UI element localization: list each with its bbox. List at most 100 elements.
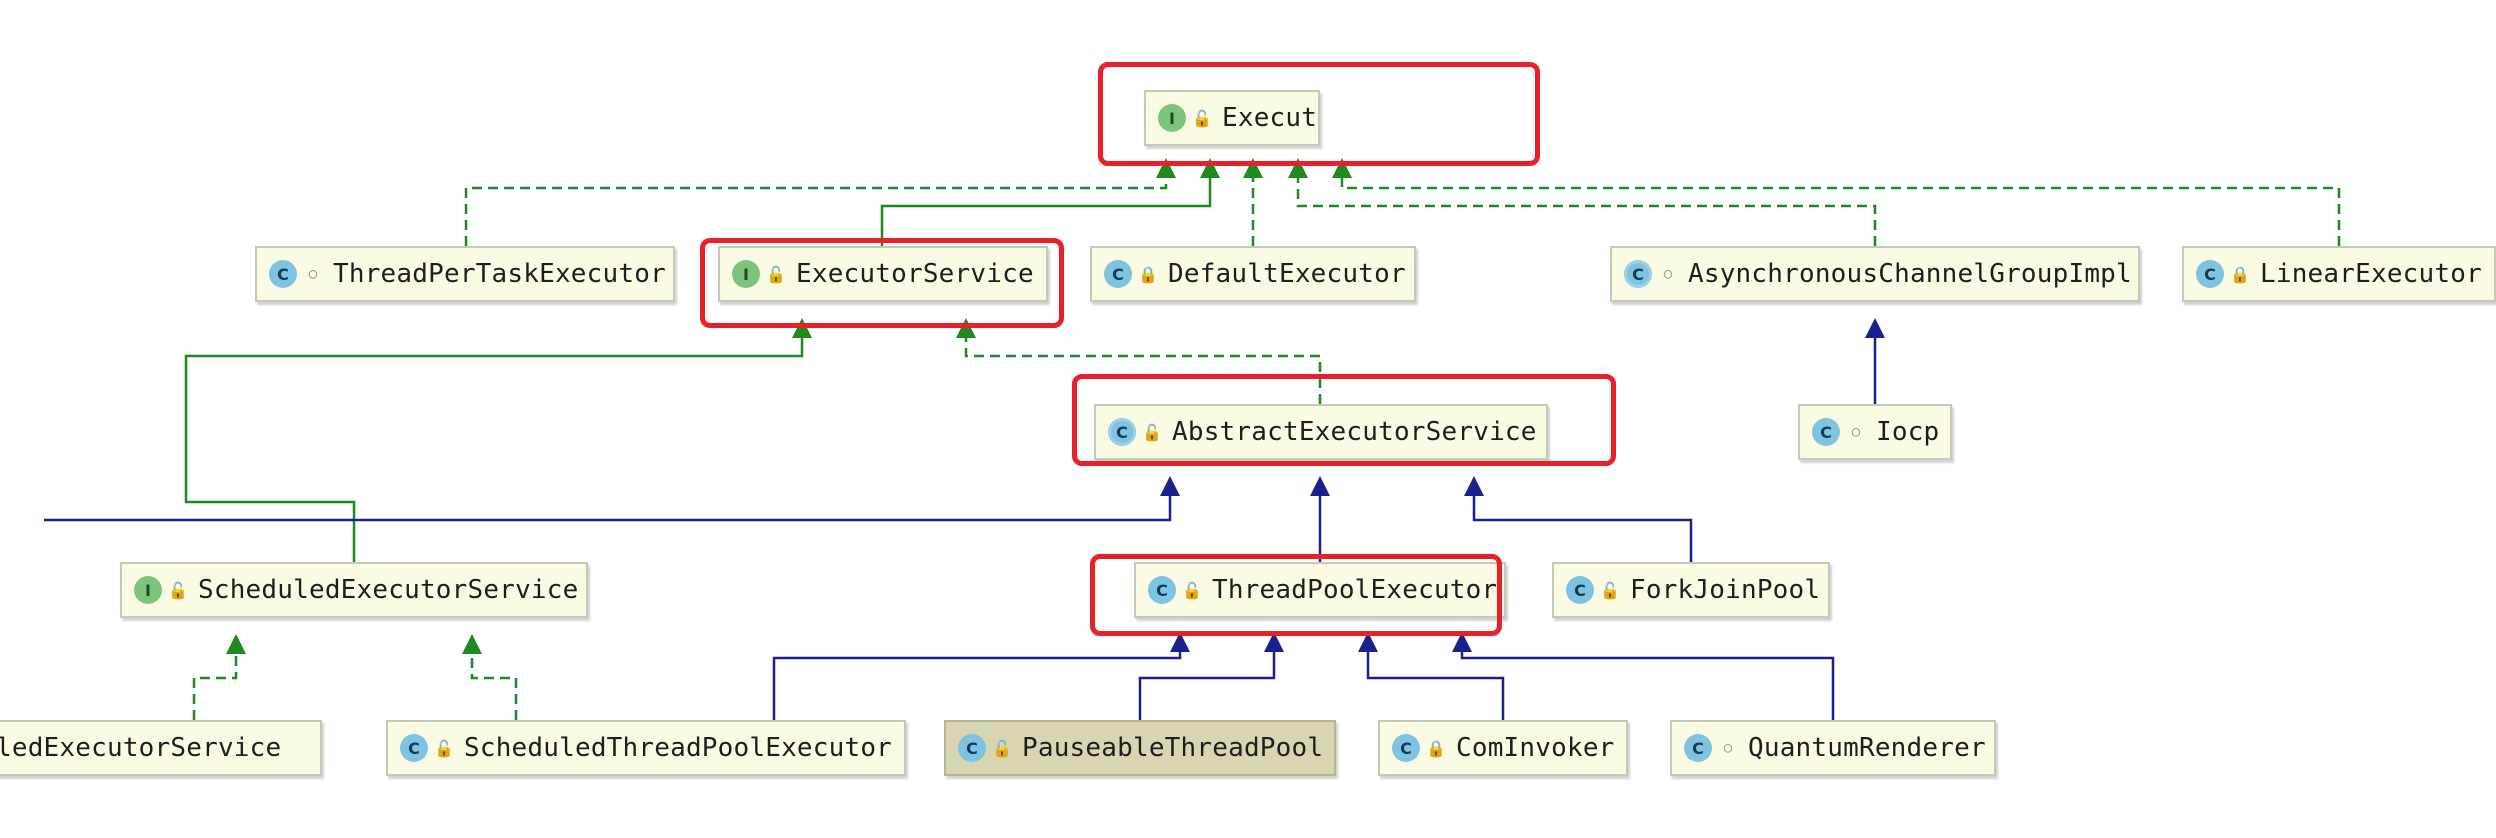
node-quantum-renderer[interactable]: C ○ QuantumRenderer [1670,720,1996,776]
edge-line [1472,480,1693,562]
node-default-executor[interactable]: C🔒DefaultExecutor [1090,246,1416,302]
node-label: ScheduledExecutorService [198,575,579,605]
edge-line [772,636,1182,720]
edge-offscreen-to-abstract-executor-service [44,476,1180,522]
arrowhead [1288,158,1308,178]
node-fork-join-pool[interactable]: C 🔓 ForkJoinPool [1552,562,1830,618]
edge-scheduled-thread-pool-to-scheduled-executor-service [462,634,518,720]
node-abstract-executor-service[interactable]: C🔓AbstractExecutorService [1094,404,1548,460]
arrowhead [1160,476,1180,496]
node-label: Executor [1222,103,1318,133]
arrowhead [1358,632,1378,652]
highlight-executor [1098,62,1540,166]
edge-line [1138,636,1276,720]
class-icon: C [1684,734,1712,762]
node-label: QuantumRenderer [1748,733,1986,763]
unlocked-icon: 🔓 [434,738,454,758]
node-label: LinearExecutor [2260,259,2482,289]
arrowhead [956,318,976,338]
node-scheduled-thread-pool-executor[interactable]: C 🔓 ScheduledThreadPoolExecutor [386,720,906,776]
edge-iocp-to-async-channel-group [1865,318,1885,404]
class-icon: C [1104,260,1132,288]
node-executor[interactable]: I🔓Executor [1144,90,1320,146]
node-label: ThreadPoolExecutor [1212,575,1498,605]
node-pauseable-thread-pool[interactable]: C🔓PauseableThreadPool [944,720,1336,776]
edge-line [44,480,1172,522]
edge-line [1296,162,1877,246]
abstract-class-icon: C [1624,260,1652,288]
node-scheduled-executor-service-partial[interactable]: ledExecutorService [0,720,322,776]
edge-quantum-renderer-to-thread-pool-executor [1452,632,1835,720]
edge-async-channel-group-to-executor [1288,158,1877,246]
arrowhead [1200,158,1220,178]
class-icon: C [1566,576,1594,604]
arrowhead [1170,632,1190,652]
edge-line [470,638,518,720]
class-icon: C [1812,418,1840,446]
arrowhead [1452,632,1472,652]
node-linear-executor[interactable]: C 🔒 LinearExecutor [2182,246,2496,302]
arrowhead [1310,476,1330,496]
node-label: AbstractExecutorService [1172,417,1537,447]
edge-thread-per-task-executor-to-executor [464,158,1176,246]
arrowhead [792,318,812,338]
edge-line [464,162,1168,246]
interface-icon: I [732,260,760,288]
unlocked-icon: 🔓 [1600,580,1620,600]
node-label: ScheduledThreadPoolExecutor [464,733,893,763]
arrowhead [462,634,482,654]
arrowhead [1464,476,1484,496]
edge-line [1340,162,2341,246]
edge-default-executor-to-executor [1243,158,1263,246]
edge-line [964,322,1322,404]
class-icon: C [1148,576,1176,604]
class-icon: C [269,260,297,288]
package-private-icon: ○ [308,266,318,282]
edge-abstract-executor-service-to-executor-service [956,318,1322,404]
abstract-class-icon: C [1108,418,1136,446]
node-label: Iocp [1876,417,1940,447]
class-icon: C [2196,260,2224,288]
node-label: ThreadPerTaskExecutor [333,259,666,289]
interface-icon: I [134,576,162,604]
node-scheduled-executor-service[interactable]: I 🔓 ScheduledExecutorService [120,562,588,618]
edge-pauseable-thread-pool-to-thread-pool-executor [1138,632,1284,720]
edge-scheduled-partial-to-scheduled-executor-service [192,634,246,720]
arrowhead [1332,158,1352,178]
arrowhead [226,634,246,654]
arrowhead [1865,318,1885,338]
arrowhead [1243,158,1263,178]
edge-line [184,322,804,562]
node-thread-per-task-executor[interactable]: C ○ ThreadPerTaskExecutor [255,246,675,302]
lock-icon: 🔒 [2230,264,2250,284]
edge-fork-join-pool-to-abstract-executor-service [1464,476,1693,562]
node-com-invoker[interactable]: C🔒ComInvoker [1378,720,1628,776]
node-iocp[interactable]: C ○ Iocp [1798,404,1952,460]
edge-line [880,162,1212,246]
edge-executor-service-to-executor [880,158,1220,246]
unlocked-icon: 🔓 [1182,580,1202,600]
node-thread-pool-executor[interactable]: C 🔓 ThreadPoolExecutor [1134,562,1506,618]
unlocked-icon: 🔓 [168,580,188,600]
edge-scheduled-thread-pool-to-thread-pool-executor [772,632,1190,720]
node-asynchronous-channel-group-impl[interactable]: C○AsynchronousChannelGroupImpl [1610,246,2140,302]
lock-icon: 🔒 [1426,738,1446,758]
node-label: AsynchronousChannelGroupImpl [1688,259,2132,289]
class-icon: C [1392,734,1420,762]
node-executor-service[interactable]: I🔓ExecutorService [718,246,1048,302]
edge-linear-executor-to-executor [1332,158,2341,246]
arrowhead [1264,632,1284,652]
arrowhead [1156,158,1176,178]
interface-icon: I [1158,104,1186,132]
edge-thread-pool-executor-to-abstract-executor-service [1310,476,1330,562]
package-private-icon: ○ [1723,740,1733,756]
unlocked-icon: 🔓 [992,738,1012,758]
node-label: ForkJoinPool [1630,575,1821,605]
class-icon: C [958,734,986,762]
class-icon: C [400,734,428,762]
edge-line [1366,636,1505,720]
node-label: ExecutorService [796,259,1034,289]
package-private-icon: ○ [1851,424,1861,440]
